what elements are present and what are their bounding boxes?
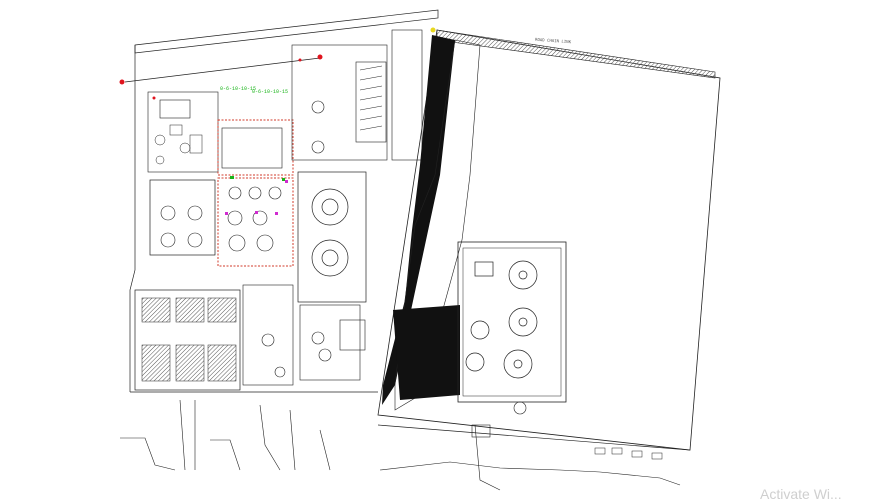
tank-group-south bbox=[261, 331, 332, 378]
north-fence-line bbox=[124, 57, 321, 83]
north-boundary-road bbox=[134, 9, 439, 54]
tank-group-center bbox=[227, 186, 282, 252]
tank-farm-east-inner bbox=[462, 247, 562, 397]
tag-row-1: 0-6-10-10-15 bbox=[220, 86, 256, 92]
parking-area bbox=[394, 39, 481, 411]
bunded-area-upper bbox=[217, 119, 294, 176]
control-room bbox=[221, 127, 283, 169]
process-block-south bbox=[134, 289, 241, 391]
tank-farm-east bbox=[457, 241, 567, 403]
equipment-cluster bbox=[154, 124, 203, 165]
pump-house bbox=[299, 304, 361, 381]
process-block-north bbox=[147, 91, 219, 173]
large-tank-group bbox=[311, 188, 349, 277]
utility-louvre bbox=[359, 65, 383, 131]
red-marker-set bbox=[119, 54, 323, 100]
bunded-area-tanks bbox=[217, 177, 294, 267]
dark-yard bbox=[393, 305, 460, 400]
outfall-lines bbox=[120, 399, 681, 491]
tank-block-south bbox=[242, 284, 294, 386]
admin-building bbox=[159, 99, 191, 119]
large-tank-block bbox=[297, 171, 367, 303]
utility-block bbox=[291, 44, 388, 161]
utility-tanks bbox=[311, 61, 387, 154]
activation-watermark: Activate Wi... bbox=[760, 486, 842, 502]
green-marker-set bbox=[230, 176, 285, 181]
south-annex bbox=[339, 319, 366, 351]
tank-group-east bbox=[465, 260, 538, 379]
west-boundary bbox=[129, 45, 136, 392]
south-east-boundary bbox=[377, 424, 691, 451]
east-gate-roundabout bbox=[513, 401, 527, 415]
tank-group-west bbox=[160, 205, 203, 248]
survey-marker bbox=[430, 27, 436, 33]
tag-row-2: 0-6-10-10-15 bbox=[252, 89, 288, 95]
outfall-tag-set bbox=[594, 447, 663, 460]
magenta-marker-set bbox=[225, 180, 288, 215]
chain-link-road bbox=[436, 29, 716, 79]
north-east-building bbox=[391, 29, 423, 161]
main-access-road bbox=[382, 35, 455, 405]
tank-farm-west bbox=[149, 179, 216, 256]
process-bays bbox=[141, 297, 237, 382]
